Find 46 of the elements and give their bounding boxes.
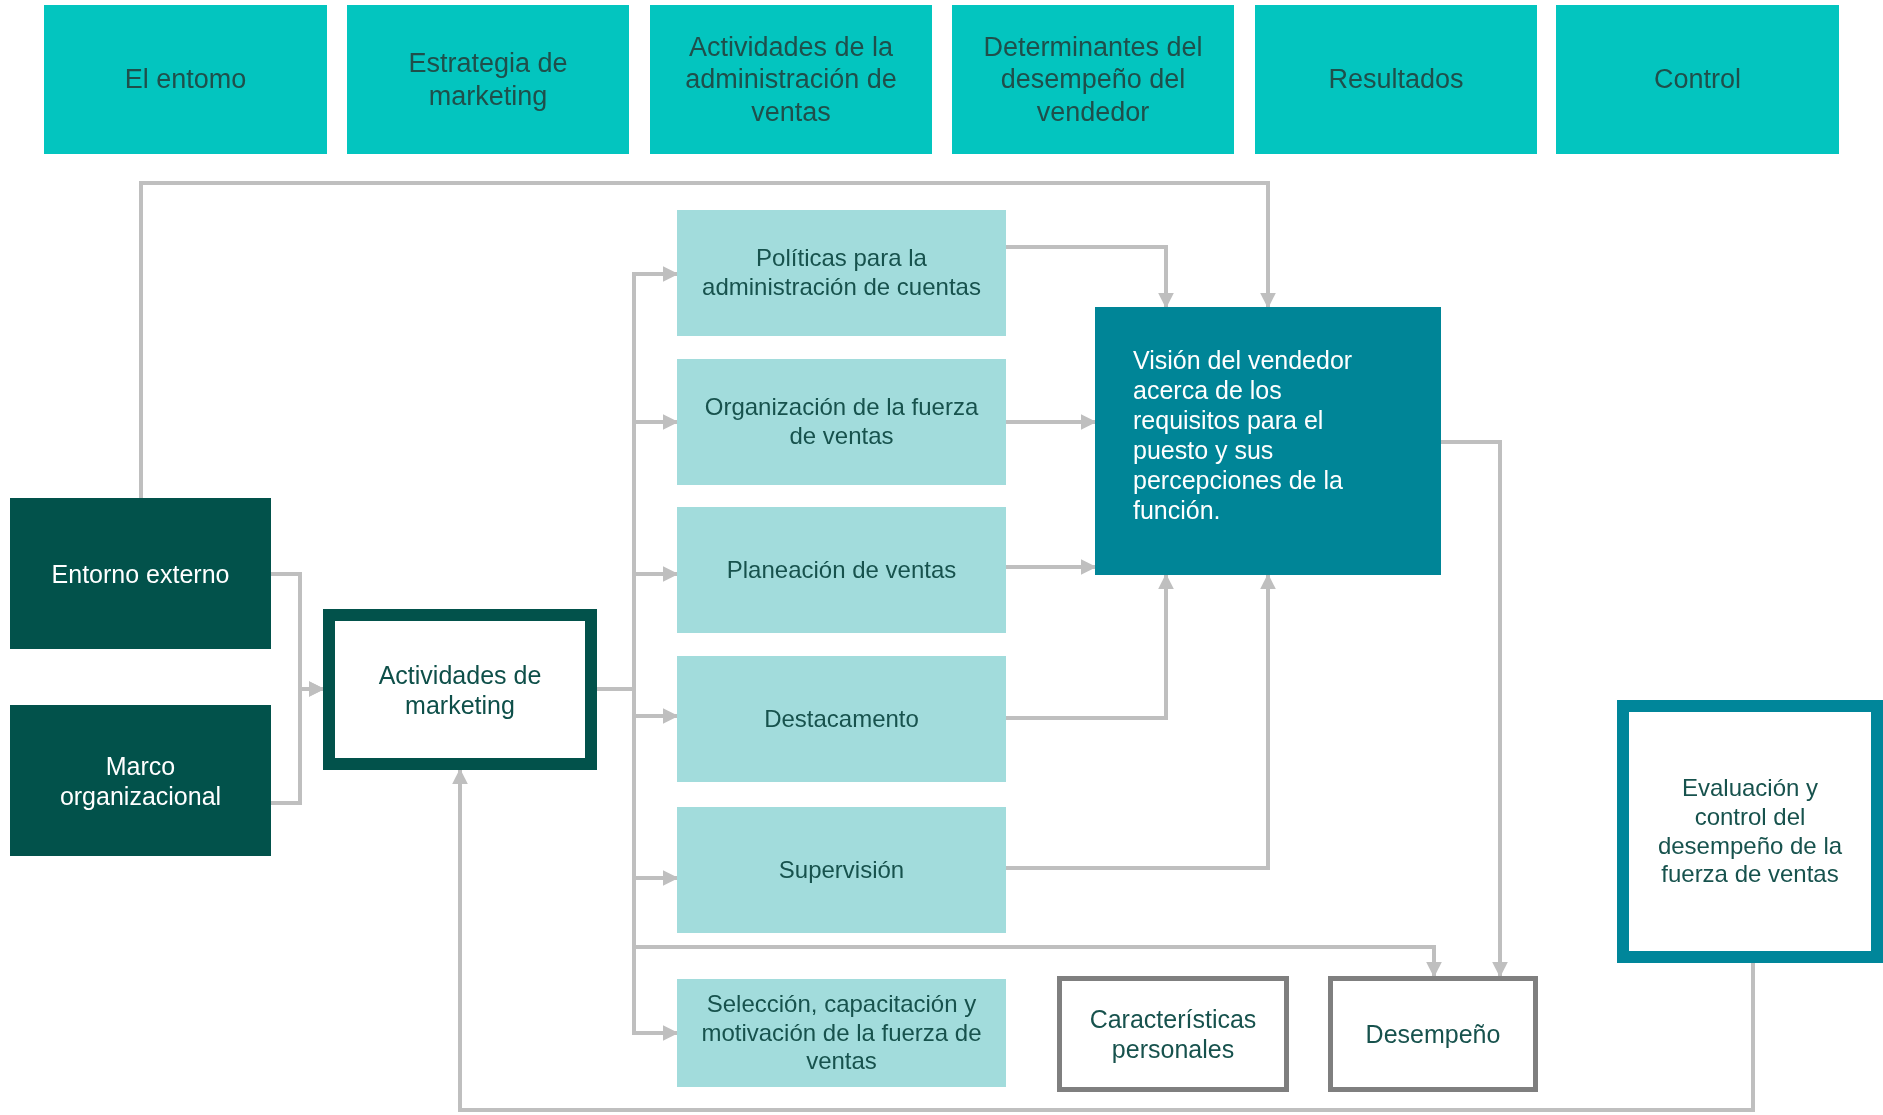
process-box [323,609,597,770]
node-label: El entomo [124,63,247,96]
process-box [1057,976,1289,1092]
process-box [1617,700,1883,963]
arrow [1006,573,1174,720]
node-label: Evaluación y control del desempeño de la fuerza de ventas [1656,773,1844,890]
process-box [677,507,1006,633]
node-label: Estrategia de marketing [407,47,569,112]
node-label: Actividades de marketing [377,659,543,720]
arrow [1006,573,1276,870]
header-band [347,5,629,154]
node-label: Visión del vendedor acerca de los requisitos para el puesto y sus percepciones de la función. [1133,345,1354,525]
process-box [677,807,1006,933]
node-label: Supervisión [778,855,905,885]
arrow [1006,414,1097,430]
node-label: Políticas para la administración de cuentas [701,244,982,302]
process-box [677,656,1006,782]
process-box [677,359,1006,485]
arrow [139,181,1276,498]
node-label: Control [1653,63,1741,96]
arrow [1441,440,1508,978]
node-label: Características personales [1088,1004,1258,1064]
header-band [1255,5,1537,154]
arrow [1006,245,1174,309]
header-band [44,5,327,154]
header-band [650,5,932,154]
node-label: Resultados [1328,63,1464,96]
process-box [10,705,271,856]
arrow [452,768,1755,1112]
process-box [1095,307,1441,575]
node-label: Desempeño [1365,1019,1501,1049]
header-band [1556,5,1839,154]
process-box [1328,976,1538,1092]
node-label: Planeación de ventas [726,555,957,585]
process-box [677,979,1006,1087]
process-box [10,498,271,649]
arrow [1006,559,1097,575]
header-band [952,5,1234,154]
node-label: Organización de la fuerza de ventas [703,393,980,451]
node-label: Selección, capacitación y motivación de la fuerza de ventas [700,989,983,1077]
node-label: Determinantes del desempeño del vendedor [982,30,1204,129]
node-label: Actividades de la administración de ventas [684,30,898,129]
node-label: Marco organizacional [58,750,223,811]
node-label: Entorno externo [51,558,230,589]
process-box [677,210,1006,336]
node-label: Destacamento [764,704,919,734]
